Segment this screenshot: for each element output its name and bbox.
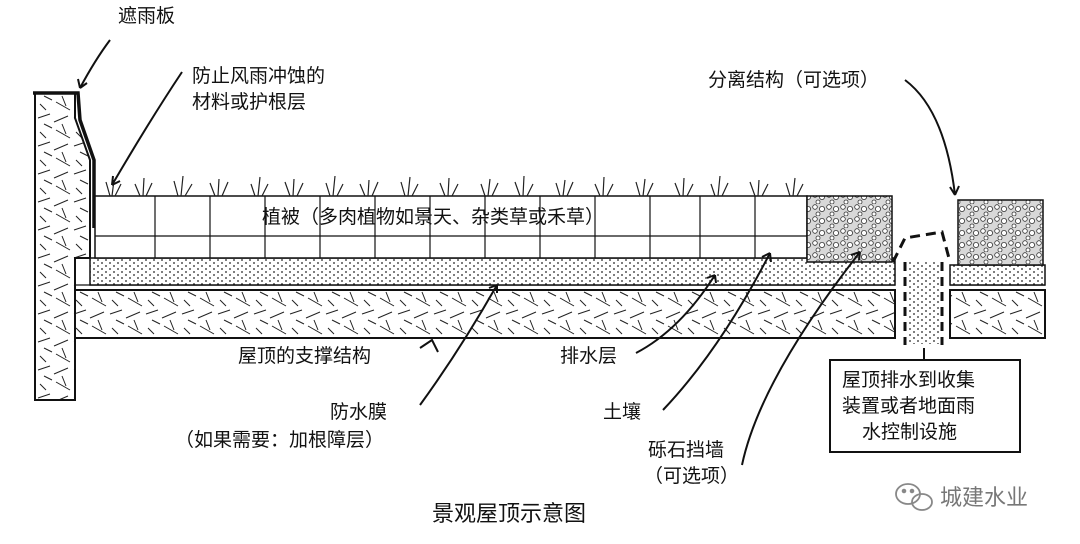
label-membrane-line1: 防水膜	[330, 401, 387, 423]
label-outlet-line2: 装置或者地面雨	[842, 395, 975, 417]
flashing-cap	[33, 91, 96, 228]
label-erosion-line2: 材料或护根层	[192, 91, 306, 113]
label-flashing: 遮雨板	[118, 5, 175, 27]
label-membrane-line2: （如果需要：加根障层）	[175, 429, 384, 451]
roof-drain-outlet	[891, 230, 952, 345]
outlet-callout-box	[829, 359, 1021, 453]
figure-caption: 景观屋顶示意图	[432, 502, 586, 527]
vegetation-grass	[105, 175, 804, 197]
roof-structural-slab	[74, 289, 1046, 339]
gravel-ballast	[806, 195, 1044, 266]
label-erosion-line1: 防止风雨冲蚀的	[192, 65, 325, 87]
label-drainage: 排水层	[560, 345, 617, 367]
leader-lines	[77, 39, 960, 466]
label-gravel-line1: 砾石挡墙	[648, 439, 724, 461]
watermark-text: 城建水业	[940, 486, 1028, 511]
wechat-icon	[895, 483, 933, 511]
label-gravel-line2: （可选项）	[644, 465, 739, 487]
label-structure: 屋顶的支撑结构	[238, 345, 371, 367]
label-soil: 土壤	[603, 401, 641, 423]
label-outlet-line3: 水控制设施	[862, 421, 957, 443]
drainage-layer	[89, 257, 1046, 286]
parapet-wall	[34, 92, 91, 401]
soil-layer	[94, 195, 808, 259]
label-separator: 分离结构（可选项）	[708, 69, 879, 91]
label-outlet-line1: 屋顶排水到收集	[842, 369, 975, 391]
label-vegetation: 植被（多肉植物如景天、杂类草或禾草）	[262, 206, 604, 228]
